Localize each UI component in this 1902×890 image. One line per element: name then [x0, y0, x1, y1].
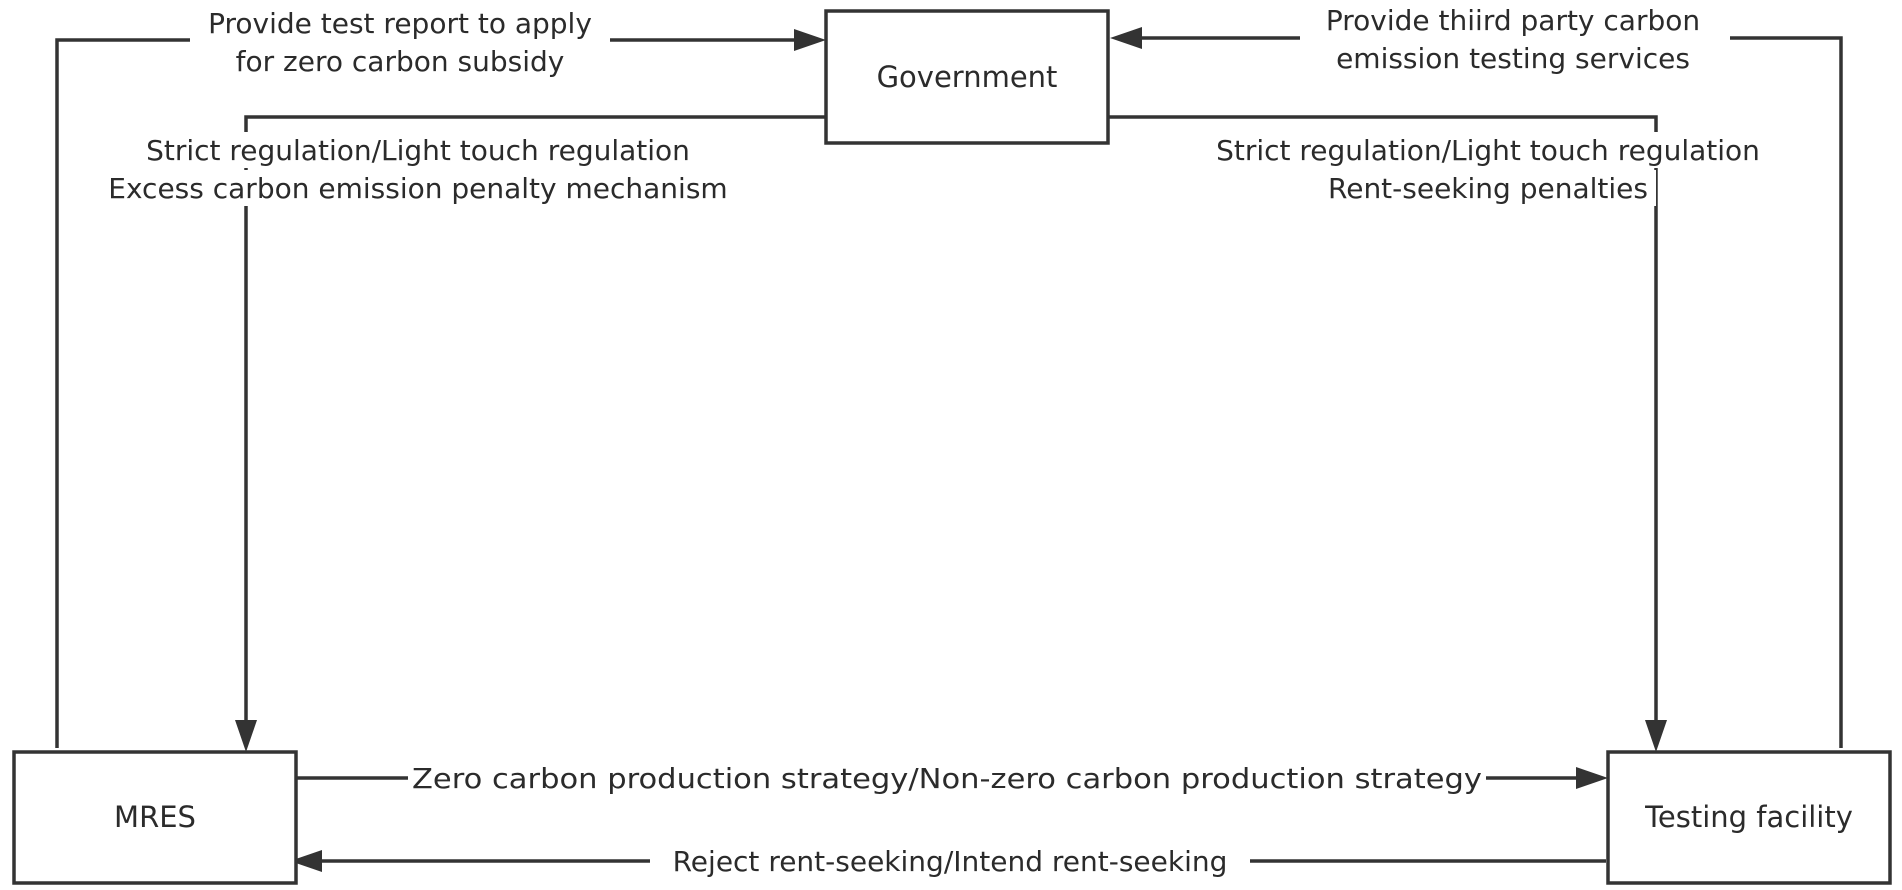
arrowhead-into-facility-top [1645, 720, 1667, 752]
node-government: Government [824, 9, 1110, 145]
arrowhead-into-mres-right [290, 850, 322, 872]
node-testing-facility-box [1606, 750, 1892, 885]
edge-facility-to-government-label-line1: Provide thiird party carbon [1326, 4, 1700, 37]
edge-mres-to-government-label-line1: Provide test report to apply [208, 7, 592, 40]
arrowhead-into-mres-top [235, 720, 257, 752]
edge-facility-to-mres-label: Reject rent-seeking/Intend rent-seeking [673, 845, 1228, 878]
edge-government-to-facility-label-line2: Rent-seeking penalties [1328, 172, 1648, 205]
edge-government-to-mres-label-line2: Excess carbon emission penalty mechanism [108, 172, 727, 205]
edge-facility-to-government-label-line2: emission testing services [1336, 42, 1690, 75]
edge-government-to-facility-line [1108, 115, 1658, 726]
edge-mres-to-facility-label: Zero carbon production strategy/Non-zero… [412, 762, 1482, 795]
arrowhead-into-government-left [794, 29, 826, 51]
node-mres-label: MRES [114, 800, 196, 834]
edge-mres-to-government-label-line2: for zero carbon subsidy [236, 45, 565, 78]
node-mres-box [12, 750, 298, 885]
arrowhead-into-facility-left [1576, 767, 1608, 789]
arrowhead-into-government-right [1110, 27, 1142, 49]
node-government-box [824, 9, 1110, 145]
node-testing-facility: Testing facility [1606, 750, 1892, 885]
node-mres: MRES [12, 750, 298, 885]
edge-government-to-mres-line [244, 115, 826, 726]
edge-government-to-facility-label-line1: Strict regulation/Light touch regulation [1216, 134, 1760, 167]
edge-government-to-mres-label-line1: Strict regulation/Light touch regulation [146, 134, 690, 167]
node-government-label: Government [877, 60, 1058, 94]
node-testing-facility-label: Testing facility [1644, 800, 1853, 834]
